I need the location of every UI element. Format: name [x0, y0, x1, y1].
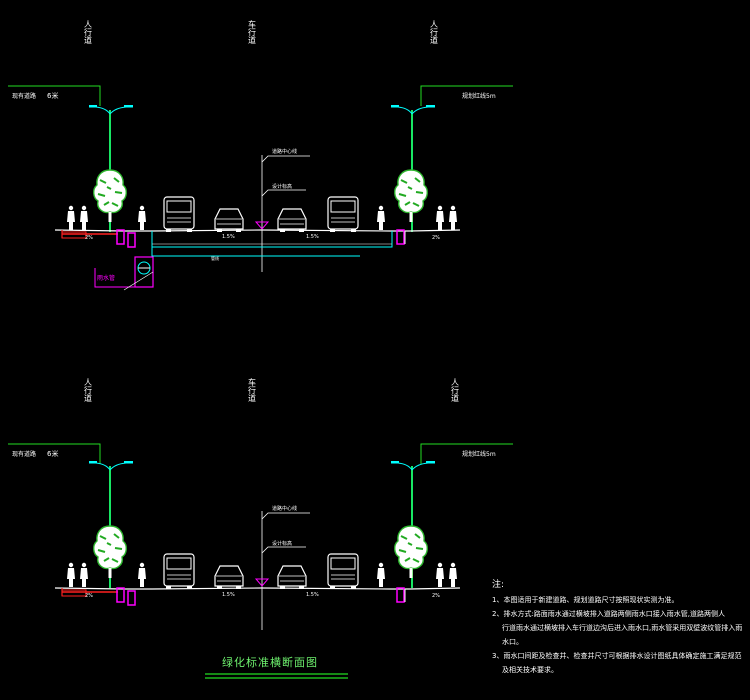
- slope-label-1: 2%: [85, 235, 93, 241]
- notes-block: 注: 1、本图适用于新建道路、规划道路尺寸按照现状实测为准。 2、排水方式:路面…: [492, 578, 747, 677]
- note-item-2: 2、排水方式:路面雨水通过横坡排入道路两侧雨水口接入雨水管,道路两侧人: [492, 610, 726, 618]
- slope-label-4: 2%: [432, 235, 440, 241]
- notes-heading: 注:: [492, 580, 505, 590]
- slope-label-5: 2%: [85, 593, 93, 599]
- top-cross-section: 人行道 车行道 人行道 现有道路 6米 规划红线5m 道路中心线 设计标高: [8, 19, 513, 291]
- slope-label-2: 1.5%: [222, 234, 235, 240]
- zone-label-left: 人行道: [84, 20, 93, 45]
- left-dim-value: 6米: [47, 91, 58, 100]
- left-dim-label-2: 现有道路: [12, 450, 36, 458]
- slope-label-6: 1.5%: [222, 592, 235, 598]
- bottom-cross-section: 人行道 车行道 人行道 现有道路 6米 规划红线5m 道路中心线 设计标高: [8, 377, 513, 630]
- zone-label-left-2: 人行道: [84, 378, 93, 403]
- zone-label-center-2: 车行道: [248, 377, 257, 403]
- right-dim-label: 规划红线5m: [462, 92, 496, 100]
- note-item-1: 1、本图适用于新建道路、规划道路尺寸按照现状实测为准。: [492, 596, 679, 604]
- note-item-3: 3、雨水口间距及检查井、检查井尺寸可根据排水设计图纸具体确定施工满足规范: [492, 652, 742, 660]
- zone-label-right: 人行道: [430, 20, 439, 45]
- slope-label-7: 1.5%: [306, 592, 319, 598]
- note-item-2-cont: 行道雨水通过横坡排入车行道边沟后进入雨水口,雨水管采用双壁波纹管排入雨水口。: [502, 624, 743, 646]
- design-elevation-label-2: 设计标高: [272, 540, 292, 547]
- left-dim-label: 现有道路: [12, 92, 36, 100]
- right-dim-label-2: 规划红线5m: [462, 450, 496, 458]
- design-elevation-label: 设计标高: [272, 183, 292, 190]
- note-item-3-cont: 及相关技术要求。: [502, 666, 558, 674]
- zone-label-right-2: 人行道: [451, 378, 460, 403]
- left-dim-value-2: 6米: [47, 449, 58, 458]
- zone-label-center: 车行道: [248, 19, 257, 45]
- slope-label-8: 2%: [432, 593, 440, 599]
- center-line-label-2: 道路中心线: [272, 505, 297, 512]
- trench-label: 管线: [211, 255, 219, 261]
- drawing-title: 绿化标准横断面图: [222, 656, 318, 669]
- pipe-label: 雨水管: [97, 274, 115, 282]
- slope-label-3: 1.5%: [306, 234, 319, 240]
- center-line-label: 道路中心线: [272, 148, 297, 155]
